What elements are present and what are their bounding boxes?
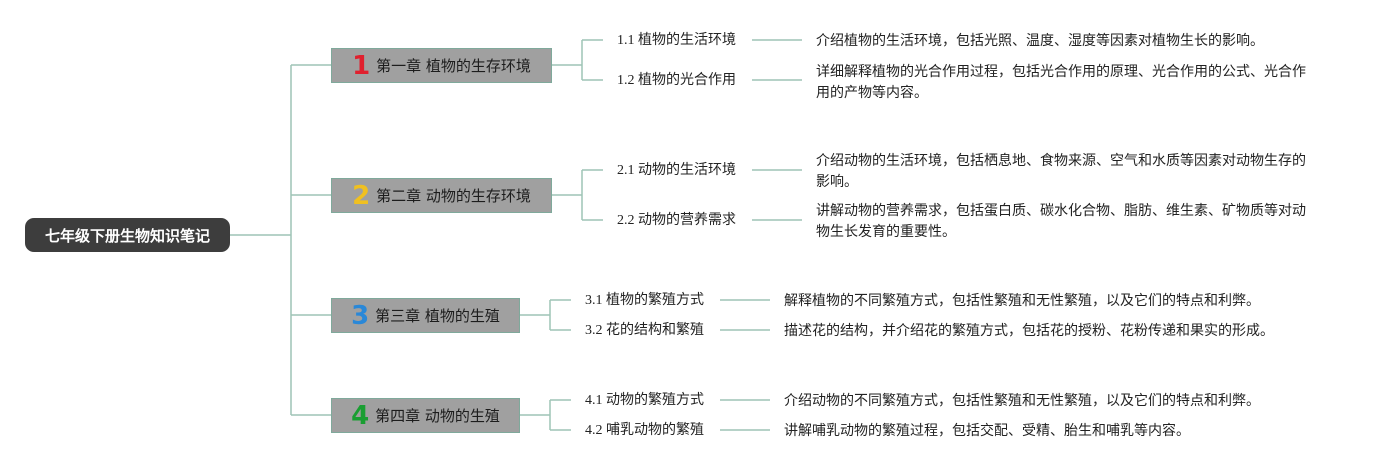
chapter-title: 第一章 植物的生存环境 — [376, 57, 531, 75]
subtopic-4-2[interactable]: 4.2 哺乳动物的繁殖 — [585, 423, 704, 438]
description-1-1: 介绍植物的生活环境，包括光照、温度、湿度等因素对植物生长的影响。 — [816, 32, 1264, 48]
root-topic[interactable]: 七年级下册生物知识笔记 — [25, 218, 230, 252]
chapter-title: 第二章 动物的生存环境 — [376, 187, 531, 205]
description-1-2: 详细解释植物的光合作用过程，包括光合作用的原理、光合作用的公式、光合作用的产物等… — [816, 63, 1306, 100]
chapter-title: 第三章 植物的生殖 — [375, 307, 500, 325]
chapter-4-node[interactable]: 4 第四章 动物的生殖 — [331, 398, 520, 433]
chapter-1-node[interactable]: 1 第一章 植物的生存环境 — [331, 48, 552, 83]
subtopic-1-2[interactable]: 1.2 植物的光合作用 — [617, 73, 736, 88]
root-title: 七年级下册生物知识笔记 — [44, 226, 210, 245]
chapter-number-4: 4 — [351, 400, 370, 431]
description-3-2: 描述花的结构，并介绍花的繁殖方式，包括花的授粉、花粉传递和果实的形成。 — [784, 322, 1274, 338]
chapter-2-node[interactable]: 2 第二章 动物的生存环境 — [331, 178, 552, 213]
subtopic-2-2[interactable]: 2.2 动物的营养需求 — [617, 213, 736, 228]
chapter-title: 第四章 动物的生殖 — [375, 407, 500, 425]
chapter-number-3: 3 — [351, 300, 370, 331]
subtopic-4-1[interactable]: 4.1 动物的繁殖方式 — [585, 393, 704, 408]
description-2-1: 介绍动物的生活环境，包括栖息地、食物来源、空气和水质等因素对动物生存的影响。 — [816, 152, 1306, 189]
subtopic-3-1[interactable]: 3.1 植物的繁殖方式 — [585, 293, 704, 308]
subtopic-2-1[interactable]: 2.1 动物的生活环境 — [617, 163, 736, 178]
description-4-2: 讲解哺乳动物的繁殖过程，包括交配、受精、胎生和哺乳等内容。 — [784, 422, 1190, 438]
subtopic-1-1[interactable]: 1.1 植物的生活环境 — [617, 33, 736, 48]
chapter-number-2: 2 — [352, 180, 371, 211]
chapter-number-1: 1 — [352, 50, 371, 81]
description-4-1: 介绍动物的不同繁殖方式，包括性繁殖和无性繁殖，以及它们的特点和利弊。 — [784, 392, 1260, 408]
description-3-1: 解释植物的不同繁殖方式，包括性繁殖和无性繁殖，以及它们的特点和利弊。 — [784, 292, 1260, 308]
subtopic-3-2[interactable]: 3.2 花的结构和繁殖 — [585, 323, 704, 338]
chapter-3-node[interactable]: 3 第三章 植物的生殖 — [331, 298, 520, 333]
description-2-2: 讲解动物的营养需求，包括蛋白质、碳水化合物、脂肪、维生素、矿物质等对动物生长发育… — [816, 202, 1306, 239]
